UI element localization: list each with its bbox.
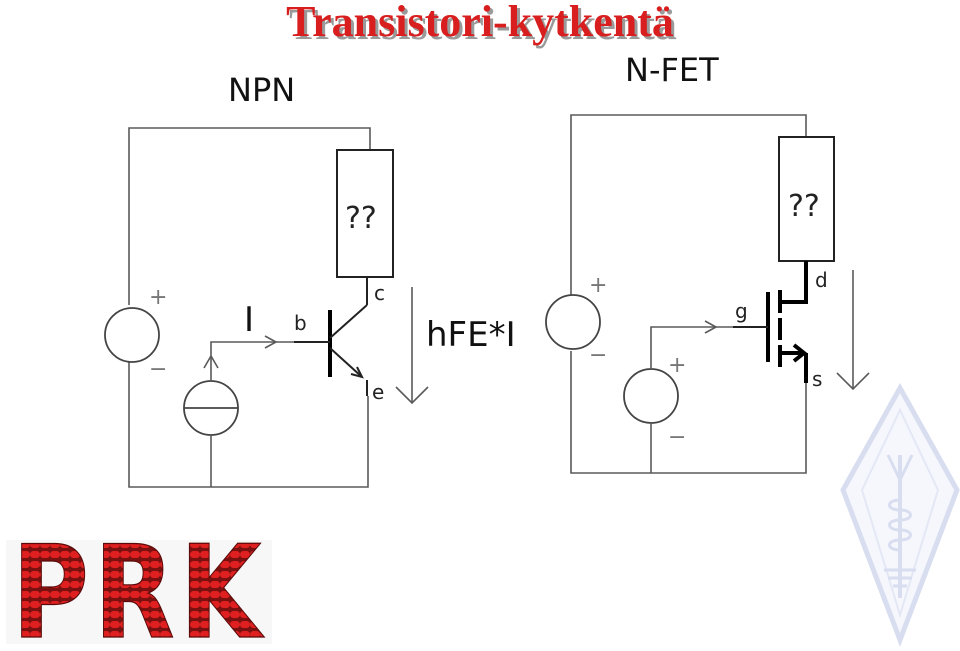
npn-emitter-label: e — [372, 380, 384, 404]
nfet-gate-feed-wire — [650, 326, 733, 369]
npn-base-feed-wire — [210, 341, 294, 381]
nfet-drain-lead — [780, 261, 808, 304]
npn-heading: NPN — [228, 71, 295, 109]
npn-circuit: NPN + − ?? c b e I hFE*I — [104, 71, 516, 488]
nfet-gate-plus-sign: + — [668, 353, 686, 378]
prk-logo-text: PRK — [12, 519, 266, 651]
npn-base-current-arrow — [264, 335, 278, 349]
nfet-gate-label: g — [735, 299, 748, 323]
npn-load-label: ?? — [345, 201, 377, 236]
npn-collector-current-label: hFE*I — [426, 315, 516, 355]
prk-logo: PRK — [6, 518, 272, 651]
prk-logo-background — [6, 540, 272, 644]
nfet-wire-bottom — [570, 351, 807, 474]
npn-load-resistor — [336, 149, 394, 278]
npn-wire-bottom — [128, 362, 369, 488]
npn-plus-sign: + — [149, 285, 167, 310]
nfet-plus-sign: + — [589, 273, 607, 298]
nfet-drain-current-arrow-head — [836, 372, 870, 391]
nfet-gate-arrow — [704, 320, 718, 334]
nfet-source-label: s — [812, 367, 822, 391]
npn-base-label: b — [294, 311, 307, 335]
nfet-circuit: N-FET + − ?? d g s + − — [545, 51, 870, 474]
radio-emblem-logo — [840, 382, 960, 648]
npn-emitter-arrow — [350, 366, 364, 379]
nfet-gate-minus-sign: − — [668, 425, 686, 450]
npn-collector-leg — [329, 304, 368, 339]
npn-emitter-leg — [329, 347, 363, 378]
nfet-voltage-source — [545, 294, 601, 350]
nfet-wire-top — [570, 114, 807, 295]
npn-minus-sign: − — [149, 357, 167, 382]
npn-wire-top — [128, 127, 371, 305]
nfet-load-label: ?? — [788, 189, 820, 224]
page-title: Transistori-kytkentä — [286, 0, 674, 46]
npn-current-up-arrow — [203, 354, 219, 369]
npn-collector-label: c — [374, 281, 385, 305]
nfet-heading: N-FET — [625, 51, 719, 89]
npn-voltage-source — [104, 307, 160, 363]
npn-current-label: I — [244, 300, 254, 340]
nfet-minus-sign: − — [589, 343, 607, 368]
nfet-drain-label: d — [815, 268, 828, 292]
npn-collector-current-arrow-head — [395, 386, 429, 405]
